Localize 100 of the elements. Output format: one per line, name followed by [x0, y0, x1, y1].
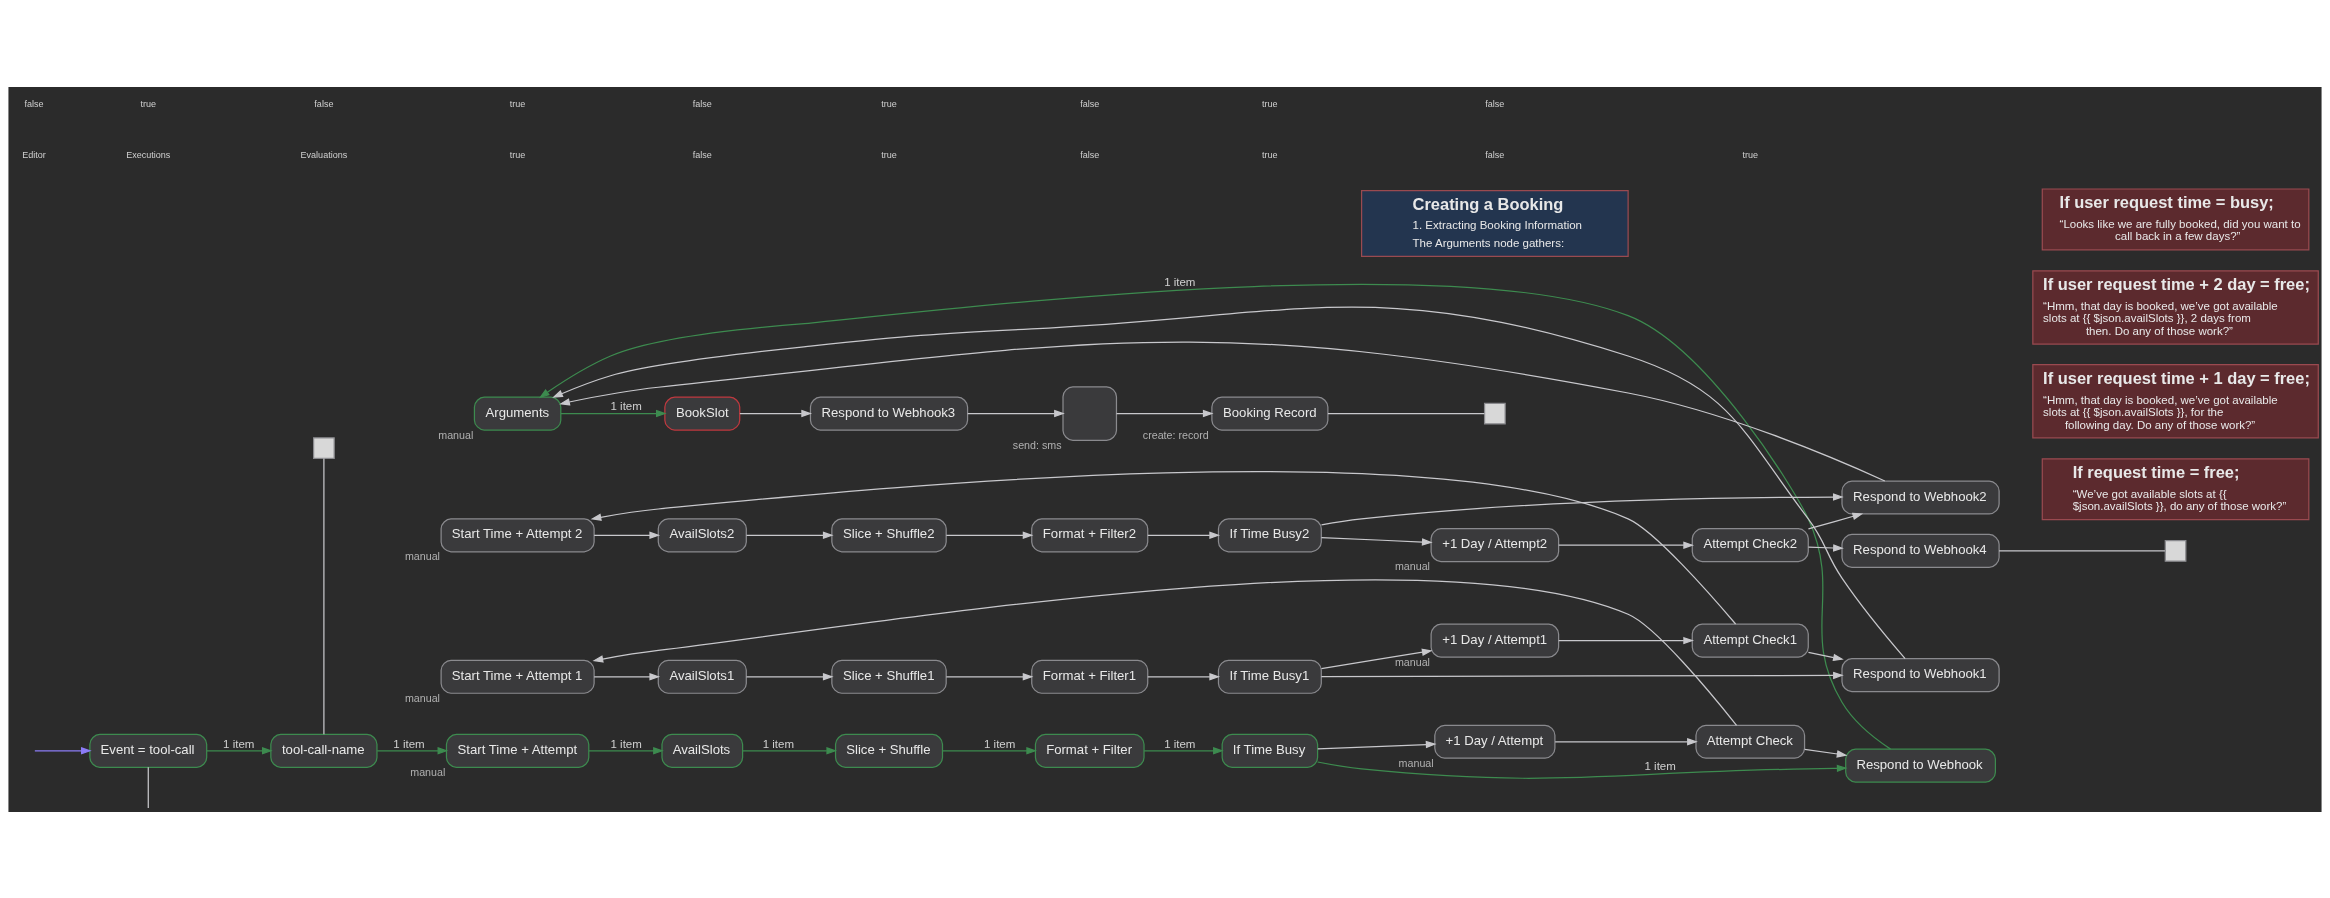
node-box: If request time = free; “We’ve got available slots at {{ $json.availSlots }}, do any of those work?” — [2041, 457, 2310, 520]
label: false — [1485, 98, 1505, 109]
label: false — [314, 98, 334, 109]
node-box: Event = tool-call — [89, 733, 208, 768]
arrow — [560, 409, 667, 417]
label: Executions — [126, 149, 171, 160]
connector — [323, 457, 325, 735]
node-box: Start Time + Attempt 2 — [440, 517, 595, 552]
connector — [1998, 549, 2166, 552]
arrow — [1143, 746, 1224, 755]
arrow — [745, 531, 834, 539]
label: false — [1485, 149, 1505, 160]
edge-label: 1 item — [1164, 737, 1196, 750]
label: false — [1080, 149, 1100, 160]
edge-label: 1 item — [983, 737, 1016, 750]
node-box: Booking Record — [1211, 396, 1329, 431]
node-label: manual — [438, 428, 474, 441]
arrow — [1317, 740, 1437, 750]
node-label: manual — [404, 691, 440, 704]
node-box: Format + Filter2 — [1031, 517, 1149, 552]
label: true — [881, 98, 897, 109]
node-label: manual — [1398, 756, 1434, 769]
node-box — [2164, 539, 2187, 562]
arrow — [1320, 536, 1433, 546]
node-label: manual — [1394, 559, 1430, 572]
arrow — [1317, 760, 1848, 779]
label: true — [1742, 149, 1759, 160]
connector — [147, 766, 149, 809]
arrow — [1147, 531, 1221, 539]
edge-label: 1 item — [610, 737, 642, 750]
edge-label: 1 item — [1164, 275, 1196, 288]
label: true — [1262, 149, 1278, 160]
arrow — [376, 746, 449, 755]
edge-label: 1 item — [223, 737, 255, 750]
edge-label: 1 item — [762, 737, 795, 750]
node-box: Respond to Webhook — [1845, 748, 1997, 783]
node-label: manual — [1394, 655, 1430, 668]
node-box: AvailSlots2 — [657, 517, 747, 552]
label: false — [692, 149, 712, 160]
arrow — [593, 672, 661, 681]
arrow — [1807, 543, 1844, 552]
arrow — [588, 746, 664, 755]
node-box: If Time Busy — [1221, 733, 1319, 768]
node-box: Arguments — [473, 396, 562, 431]
arrow — [1115, 409, 1214, 417]
node-box: Respond to Webhook1 — [1841, 657, 2000, 692]
label: Editor — [22, 149, 46, 160]
node-box: Attempt Check2 — [1691, 527, 1809, 562]
arrow — [1320, 492, 1844, 525]
label: true — [881, 149, 897, 160]
edge-label: 1 item — [610, 399, 642, 412]
node-box: Slice + Shuffle1 — [831, 659, 947, 694]
arrow — [945, 672, 1034, 681]
node-box: +1 Day / Attempt2 — [1430, 527, 1560, 562]
node-label: send: sms — [1012, 438, 1062, 451]
arrow — [1558, 540, 1694, 549]
label: true — [509, 98, 526, 109]
node-box: Format + Filter1 — [1031, 659, 1149, 694]
node-label: create: record — [1142, 428, 1209, 441]
arrow — [942, 746, 1037, 755]
node-box: AvailSlots — [661, 733, 744, 768]
node-box: Format + Filter — [1034, 733, 1145, 768]
node-box — [1483, 402, 1506, 424]
edge-label: 1 item — [1644, 759, 1676, 772]
arrow — [1807, 512, 1864, 530]
arrow — [1554, 737, 1698, 746]
arrow — [590, 470, 1737, 625]
arrow — [34, 746, 92, 755]
node-box: If user request time = busy; “Looks like we are fully booked, did you want to call back in a few days?” — [2041, 187, 2310, 250]
node-box — [1062, 385, 1118, 441]
arrow — [1807, 651, 1844, 661]
arrow — [945, 531, 1034, 539]
arrow — [559, 341, 1886, 482]
node-box: If user request time + 2 day = free; “Hmm, that day is booked, we’ve got available slots at {{ $json.availSlots }}, 2 days from then. Do any of those work?” — [2032, 269, 2319, 345]
arrow — [1320, 671, 1844, 679]
node-label: manual — [410, 765, 446, 778]
label: Evaluations — [300, 149, 348, 160]
connector — [1327, 412, 1485, 414]
node-box: tool-call-name — [270, 733, 378, 768]
arrow — [206, 746, 273, 755]
label: false — [692, 98, 712, 109]
node-box: Respond to Webhook3 — [809, 396, 969, 431]
arrow — [742, 746, 838, 755]
node-box: Slice + Shuffle — [834, 733, 944, 768]
node-box: If user request time + 1 day = free; “Hmm, that day is booked, we’ve got available slots at {{ $json.availSlots }}, for the following day. Do any of those work?” — [2032, 363, 2319, 438]
node-box: Attempt Check — [1695, 724, 1806, 759]
node-box: Creating a Booking 1. Extracting Booking Information The Arguments node gathers: — [1361, 189, 1629, 257]
arrow — [1558, 636, 1694, 644]
arrow — [1147, 672, 1221, 681]
node-box: Slice + Shuffle2 — [831, 517, 947, 552]
arrow — [538, 283, 1892, 750]
arrow — [1804, 748, 1848, 758]
arrow — [967, 409, 1065, 417]
node-box: +1 Day / Attempt1 — [1430, 623, 1560, 658]
label: false — [24, 98, 44, 109]
label: false — [1080, 98, 1100, 109]
arrow — [739, 409, 813, 417]
node-box: BookSlot — [664, 396, 741, 431]
node-label: manual — [404, 549, 440, 562]
node-box: AvailSlots1 — [657, 659, 747, 694]
